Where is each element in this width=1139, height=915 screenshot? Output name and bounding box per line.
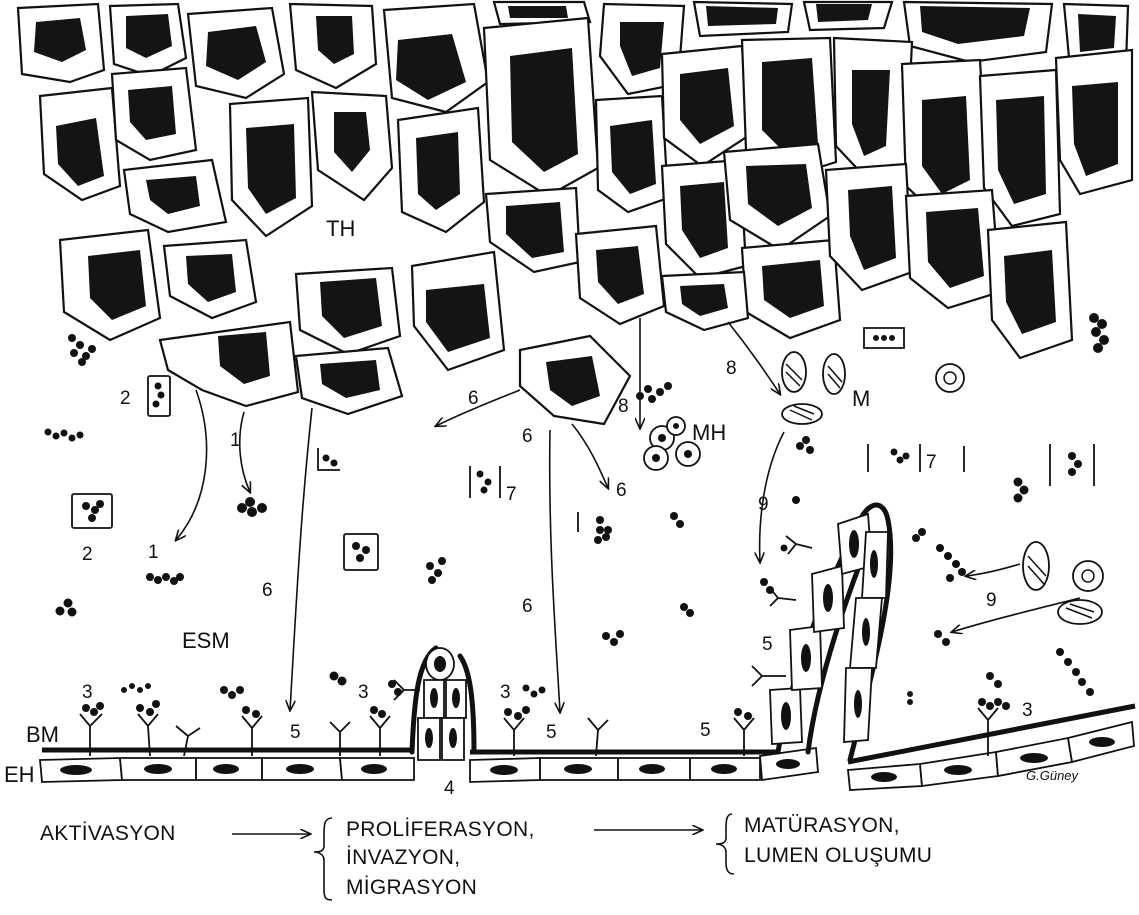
marker-6: 6 <box>522 426 533 447</box>
stage-lumen-formation: LUMEN OLUŞUMU <box>744 844 932 867</box>
label-mast-cell: M <box>852 386 870 411</box>
marker-3: 3 <box>1022 700 1033 721</box>
marker-6: 6 <box>262 580 273 601</box>
marker-1: 1 <box>230 430 241 451</box>
tumor-cell <box>296 348 402 414</box>
label-macrophage: MH <box>692 420 726 445</box>
tumor-cell <box>596 96 668 212</box>
tumor-cell <box>486 188 580 272</box>
marker-3: 3 <box>500 682 511 703</box>
marker-1: 1 <box>148 542 159 563</box>
marker-5: 5 <box>546 722 557 743</box>
tumor-cell <box>18 4 104 82</box>
artist-signature: G.Güney <box>1026 768 1080 783</box>
tumor-cell <box>290 4 376 88</box>
marker-6: 6 <box>616 480 627 501</box>
tumor-cell <box>484 18 598 196</box>
marker-2: 2 <box>82 544 93 565</box>
tumor-cell <box>804 2 892 30</box>
tumor-cell <box>576 226 664 324</box>
tumor-cell <box>662 272 748 330</box>
marker-3: 3 <box>82 682 93 703</box>
marker-2: 2 <box>120 388 131 409</box>
stage-proliferation: PROLİFERASYON, <box>346 818 535 841</box>
tumor-cell-layer <box>18 2 1132 424</box>
tumor-cell <box>742 240 840 338</box>
tumor-cell <box>296 268 400 354</box>
stage-invasion: İNVAZYON, <box>346 846 460 869</box>
marker-6: 6 <box>522 596 533 617</box>
marker-4: 4 <box>444 778 455 799</box>
stage-activation: AKTİVASYON <box>40 822 176 845</box>
marker-5: 5 <box>290 722 301 743</box>
tumor-cell <box>906 190 1000 308</box>
tumor-cell <box>160 322 298 406</box>
tumor-cell <box>40 88 120 200</box>
marker-3: 3 <box>358 682 369 703</box>
label-endothelial-cell: EH <box>4 762 35 787</box>
tumor-cell <box>230 98 312 236</box>
tumor-cell <box>662 46 748 166</box>
marker-7: 7 <box>506 484 517 505</box>
tumor-cell <box>988 222 1072 358</box>
marker-7: 7 <box>926 452 937 473</box>
small-sprout <box>412 648 474 760</box>
tumor-cell <box>164 240 256 318</box>
tumor-cell <box>112 68 196 160</box>
tumor-cell <box>398 108 484 232</box>
marker-6: 6 <box>468 388 479 409</box>
stage-maturation: MATÜRASYON, <box>744 814 900 837</box>
tumor-cell <box>520 336 630 424</box>
stage-migration: MİGRASYON <box>346 876 477 899</box>
tumor-cell <box>60 230 160 340</box>
tumor-cell <box>826 164 912 290</box>
marker-5: 5 <box>762 634 773 655</box>
tumor-cell <box>312 92 392 200</box>
label-basement-membrane: BM <box>26 722 59 747</box>
label-tumor-host: TH <box>326 216 355 241</box>
mature-loop-sprout <box>770 505 891 760</box>
tumor-cell <box>412 252 504 370</box>
tumor-cell <box>384 4 488 112</box>
stage-brace <box>314 818 332 900</box>
marker-8: 8 <box>618 396 629 417</box>
tumor-cell <box>110 4 186 76</box>
marker-5: 5 <box>700 720 711 741</box>
tumor-cell <box>694 2 792 36</box>
marker-9: 9 <box>986 590 997 611</box>
tumor-cell <box>188 8 284 98</box>
tumor-cell <box>1056 50 1132 194</box>
tumor-cell <box>124 160 226 232</box>
diagram-labels: TH ESM BM EH MH M 1 1 2 2 3 3 3 3 4 5 5 … <box>4 216 1080 799</box>
marker-8: 8 <box>726 358 737 379</box>
stage-brace <box>716 814 734 874</box>
marker-9: 9 <box>758 494 769 515</box>
tumor-cell <box>834 38 912 178</box>
process-caption: AKTİVASYON PROLİFERASYON, İNVAZYON, MİGR… <box>40 814 932 900</box>
tumor-cell <box>904 2 1052 62</box>
label-extracellular-matrix: ESM <box>182 628 230 653</box>
